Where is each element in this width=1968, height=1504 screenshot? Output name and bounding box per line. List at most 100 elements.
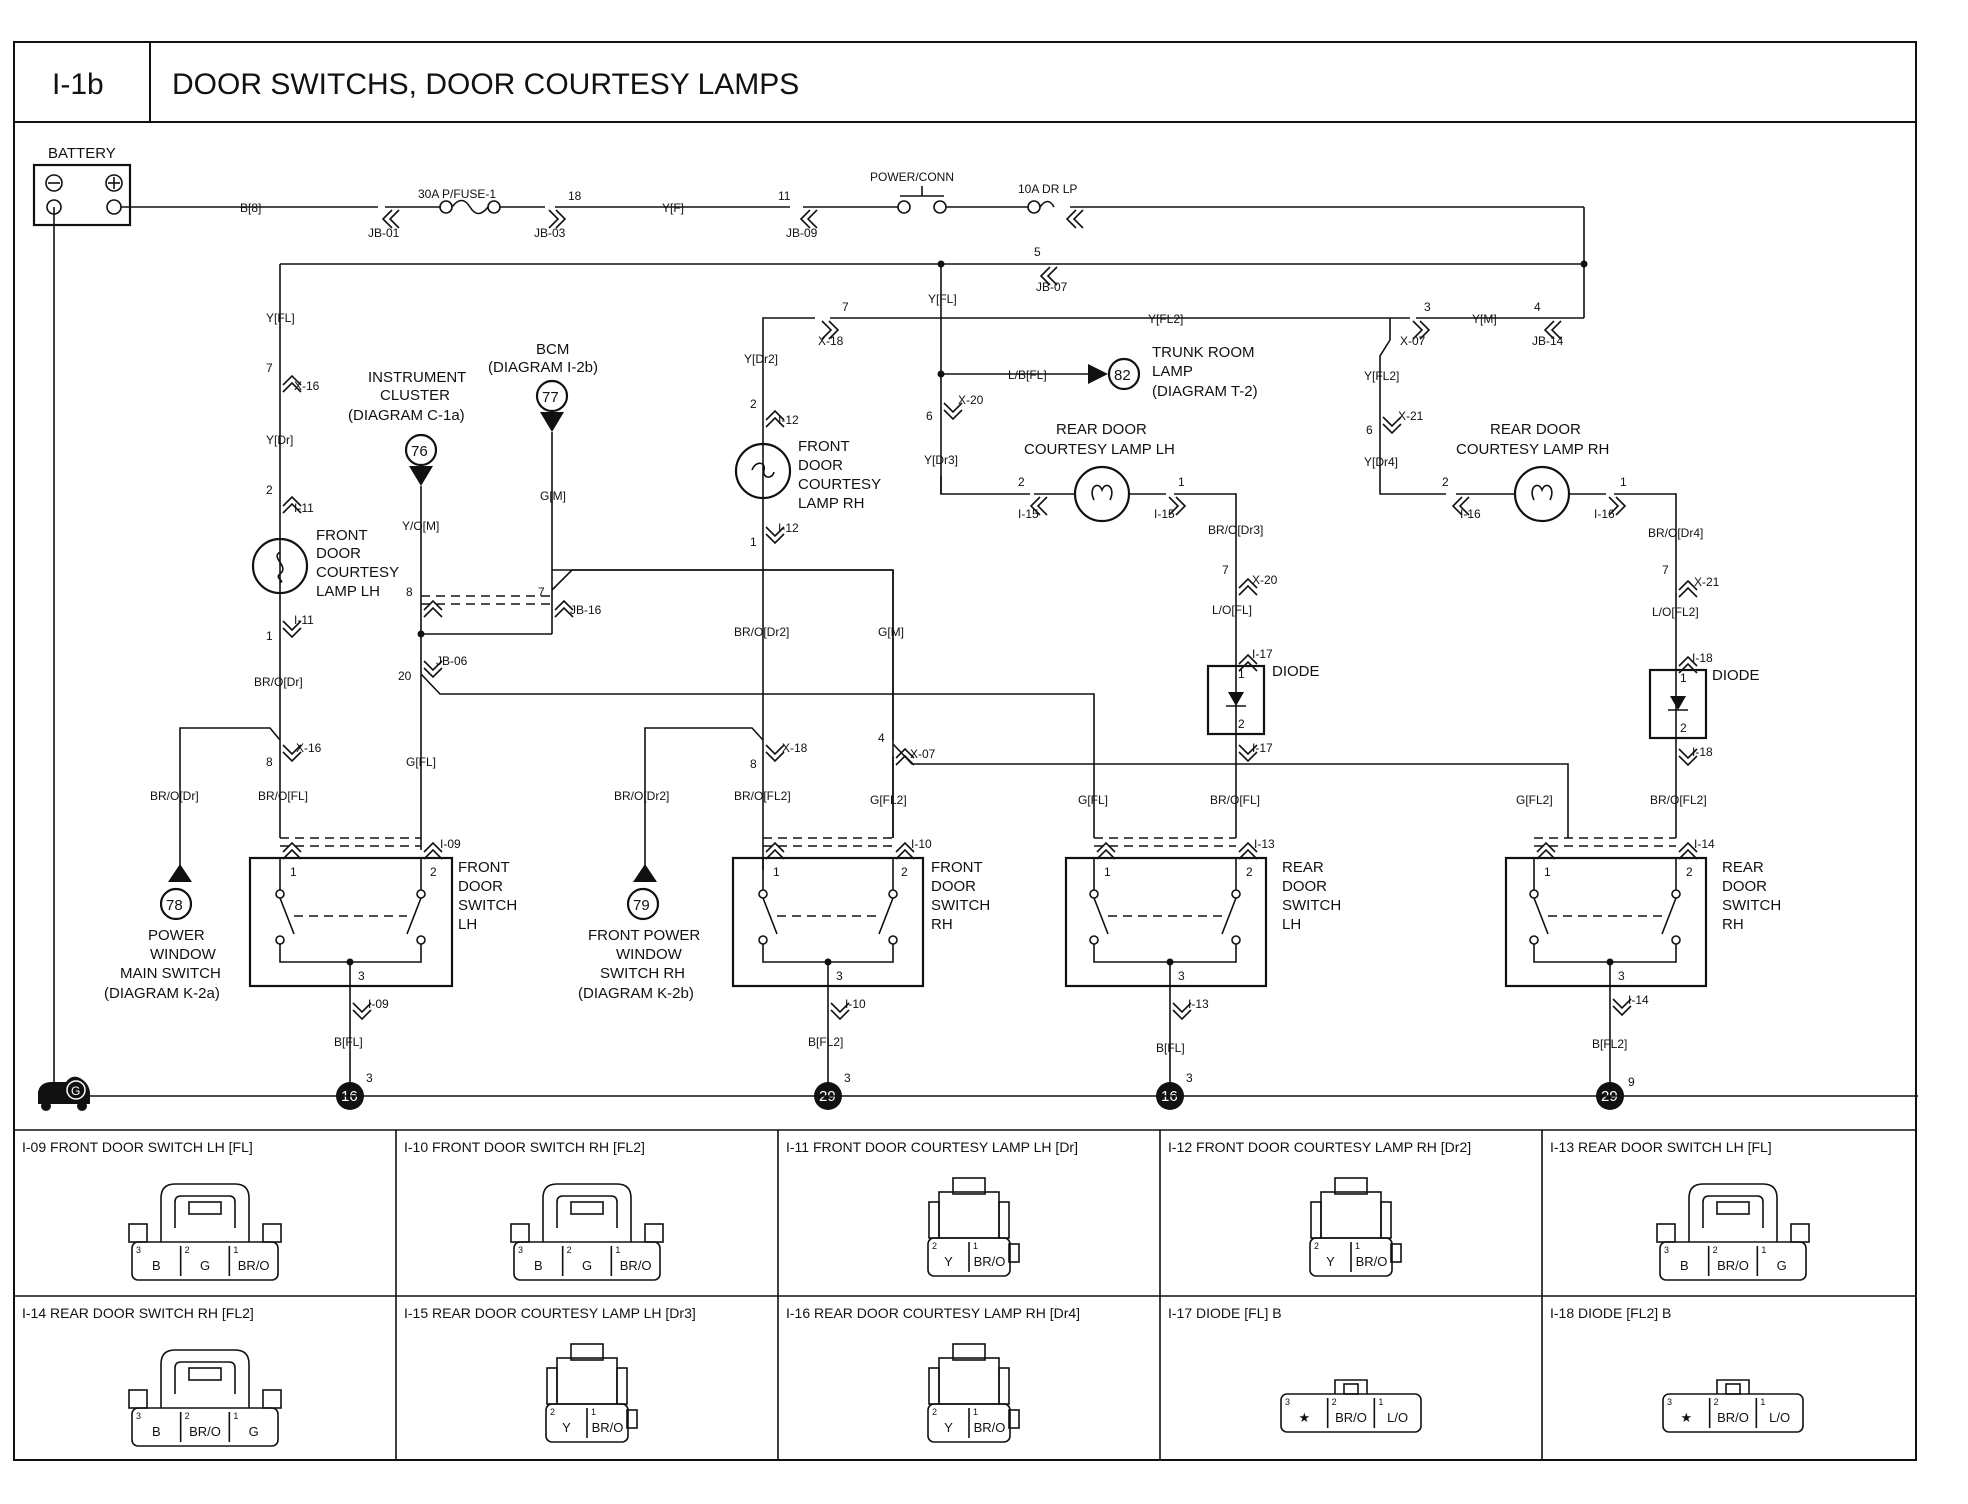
svg-text:BATTERY: BATTERY [48,145,116,162]
svg-text:DIODE: DIODE [1712,667,1760,684]
svg-text:2: 2 [1442,475,1449,489]
svg-text:I-18: I-18 [1692,745,1713,759]
svg-text:I-11: I-11 [294,501,314,515]
instrument-cluster-ref: INSTRUMENT CLUSTER (DIAGRAM C-1a) 76 [348,369,466,486]
connector-pin-label: BR/O [1717,1258,1749,1273]
svg-text:3: 3 [358,969,365,983]
svg-text:MAIN SWITCH: MAIN SWITCH [120,965,221,982]
svg-text:X-07: X-07 [910,747,936,761]
svg-text:JB-16: JB-16 [570,603,602,617]
connector-pin-label: BR/O [620,1258,652,1273]
svg-text:3: 3 [844,1071,851,1085]
svg-text:I-16: I-16 [1460,507,1481,521]
svg-text:Y[FL2]: Y[FL2] [1364,369,1399,383]
svg-text:5: 5 [1034,245,1041,259]
svg-text:6: 6 [1366,423,1373,437]
wire-b8: B[8] [240,201,261,215]
svg-text:X-18: X-18 [818,334,844,348]
connector-pin-label: ★ [1299,1410,1311,1425]
connector-pin-number: 1 [1761,1245,1766,1255]
connector-pin-label: BR/O [1335,1410,1367,1425]
svg-text:(DIAGRAM I-2b): (DIAGRAM I-2b) [488,359,598,376]
connector-pin-number: 2 [932,1241,937,1251]
svg-text:DOOR: DOOR [316,545,361,562]
svg-text:I-15: I-15 [1154,507,1175,521]
power-window-main-switch-ref: 78 POWER WINDOW MAIN SWITCH (DIAGRAM K-2… [104,864,221,1002]
svg-text:(DIAGRAM C-1a): (DIAGRAM C-1a) [348,407,465,424]
svg-text:4: 4 [878,731,885,745]
connector-pin-number: 2 [932,1407,937,1417]
page-frame [13,41,1917,1461]
svg-text:1: 1 [1544,865,1551,879]
svg-text:4: 4 [1534,300,1541,314]
svg-text:DIODE: DIODE [1272,663,1320,680]
svg-text:REAR DOOR: REAR DOOR [1056,421,1147,438]
svg-text:FRONT: FRONT [798,438,850,455]
svg-text:FRONT: FRONT [458,859,510,876]
connector-pin-label: G [1777,1258,1787,1273]
svg-text:L/B[FL]: L/B[FL] [1008,368,1047,382]
svg-text:I-15: I-15 [1018,507,1039,521]
svg-text:Y/O[M]: Y/O[M] [402,519,439,533]
connector-pin-number: 1 [973,1241,978,1251]
svg-text:2: 2 [901,865,908,879]
svg-text:INSTRUMENT: INSTRUMENT [368,369,466,386]
connector-pin-number: 2 [550,1407,555,1417]
connector-pin-number: 1 [1760,1397,1765,1407]
front-door-courtesy-lamp-lh: FRONT DOOR COURTESY LAMP LH [251,527,399,600]
bcm-ref: BCM (DIAGRAM I-2b) 77 [488,341,598,432]
svg-text:3: 3 [1618,969,1625,983]
svg-text:I-17: I-17 [1252,647,1273,661]
connector-panel-title: I-12 FRONT DOOR COURTESY LAMP RH [Dr2] [1168,1139,1471,1155]
connector-pin-number: 3 [1285,1397,1290,1407]
svg-text:REAR: REAR [1282,859,1324,876]
svg-text:8: 8 [266,755,273,769]
connector-pin-number: 1 [233,1245,238,1255]
connector-pin-number: 1 [591,1407,596,1417]
svg-text:B[FL2]: B[FL2] [808,1035,843,1049]
svg-text:COURTESY LAMP RH: COURTESY LAMP RH [1456,441,1609,458]
connector-pin-label: ★ [1681,1410,1693,1425]
connector-panel: I-17 DIODE [FL] B3★2BR/O1L/O [1168,1305,1422,1433]
svg-text:BR/O[FL]: BR/O[FL] [1210,793,1260,807]
connector-panel-title: I-16 REAR DOOR COURTESY LAMP RH [Dr4] [786,1305,1080,1321]
connector-panel-title: I-11 FRONT DOOR COURTESY LAMP LH [Dr] [786,1139,1078,1155]
svg-text:JB-01: JB-01 [368,226,400,240]
trunk-room-lamp-ref: 82 TRUNK ROOM LAMP (DIAGRAM T-2) [1107,344,1258,400]
svg-text:I-10: I-10 [911,837,932,851]
svg-text:BR/O[Dr3]: BR/O[Dr3] [1208,523,1263,537]
svg-text:3: 3 [366,1071,373,1085]
svg-text:Y[FL]: Y[FL] [928,292,957,306]
svg-text:7: 7 [266,361,273,375]
svg-text:G[FL]: G[FL] [406,755,436,769]
svg-text:B[FL]: B[FL] [1156,1041,1185,1055]
connector-pin-label: BR/O [189,1424,221,1439]
connector-panel: I-12 FRONT DOOR COURTESY LAMP RH [Dr2]2Y… [1168,1139,1471,1277]
svg-text:JB-03: JB-03 [534,226,566,240]
svg-text:X-21: X-21 [1398,409,1424,423]
svg-text:I-13: I-13 [1188,997,1209,1011]
svg-text:SWITCH: SWITCH [931,897,990,914]
svg-text:76: 76 [411,443,428,460]
svg-text:Y[FL2]: Y[FL2] [1148,312,1183,326]
svg-text:POWER/CONN: POWER/CONN [870,170,954,184]
connector-pin-label: L/O [1769,1410,1790,1425]
svg-text:FRONT: FRONT [931,859,983,876]
svg-text:I-09: I-09 [368,997,389,1011]
connector-pin-number: 3 [1667,1397,1672,1407]
svg-text:1: 1 [1178,475,1185,489]
svg-text:X-16: X-16 [294,379,320,393]
connector-pin-number: 3 [136,1411,141,1421]
svg-text:DOOR: DOOR [931,878,976,895]
diagram-code: I-1b [52,68,104,101]
svg-text:I-09: I-09 [440,837,461,851]
svg-text:Y[Dr3]: Y[Dr3] [924,453,958,467]
svg-text:I-11: I-11 [294,613,314,627]
connector-panel: I-15 REAR DOOR COURTESY LAMP LH [Dr3]2Y1… [404,1305,696,1443]
svg-text:7: 7 [1222,563,1229,577]
svg-text:LAMP LH: LAMP LH [316,583,380,600]
svg-text:(DIAGRAM T-2): (DIAGRAM T-2) [1152,383,1258,400]
